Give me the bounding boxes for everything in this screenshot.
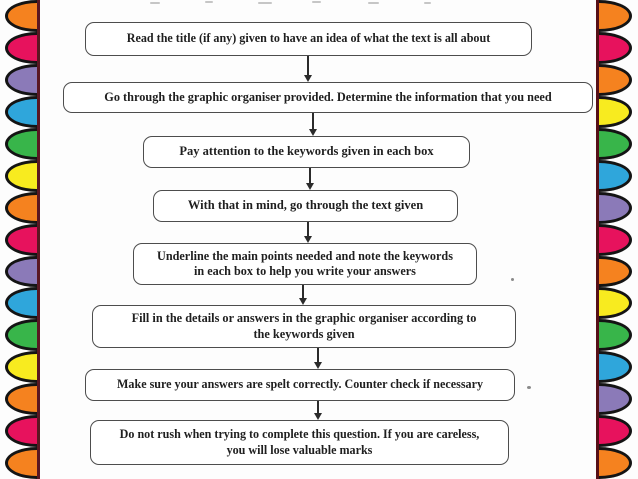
purple-scallop	[599, 383, 632, 416]
green-scallop	[599, 319, 632, 352]
flow-step-6: Fill in the details or answers in the gr…	[92, 305, 516, 348]
flow-step-3: Pay attention to the keywords given in e…	[143, 136, 470, 168]
scan-artifact	[527, 386, 531, 389]
arrow-shaft	[309, 168, 311, 183]
flow-arrow-4	[303, 222, 313, 243]
arrow-down-icon	[309, 129, 317, 136]
flow-arrow-1	[303, 56, 313, 82]
arrow-down-icon	[314, 413, 322, 420]
flow-arrow-3	[305, 168, 315, 190]
arrow-down-icon	[304, 75, 312, 82]
pink-scallop	[599, 31, 632, 64]
flow-step-8: Do not rush when trying to complete this…	[90, 420, 509, 465]
yellow-scallop	[5, 351, 37, 384]
scan-artifact	[368, 2, 379, 4]
flow-arrow-2	[308, 113, 318, 136]
yellow-scallop	[5, 159, 37, 192]
right-scallop-border	[599, 0, 632, 479]
orange-scallop	[599, 447, 632, 479]
flow-step-5: Underline the main points needed and not…	[133, 243, 477, 285]
pink-scallop	[5, 31, 37, 64]
scan-artifact	[511, 278, 514, 281]
orange-scallop	[5, 383, 37, 416]
arrow-shaft	[307, 222, 309, 236]
flow-arrow-6	[313, 348, 323, 369]
arrow-down-icon	[299, 298, 307, 305]
green-scallop	[5, 319, 37, 352]
scan-artifact	[424, 2, 431, 4]
flow-step-2-label: Go through the graphic organiser provide…	[104, 89, 552, 104]
arrow-shaft	[317, 348, 319, 362]
arrow-down-icon	[306, 183, 314, 190]
green-scallop	[5, 127, 37, 160]
arrow-shaft	[317, 401, 319, 413]
purple-scallop	[5, 255, 37, 288]
pink-scallop	[599, 415, 632, 448]
arrow-shaft	[307, 56, 309, 75]
left-border-rail	[37, 0, 40, 479]
orange-scallop	[599, 255, 632, 288]
yellow-scallop	[599, 287, 632, 320]
arrow-down-icon	[314, 362, 322, 369]
orange-scallop	[599, 63, 632, 96]
orange-scallop	[5, 447, 37, 479]
purple-scallop	[599, 191, 632, 224]
flow-step-7-label: Make sure your answers are spelt correct…	[117, 377, 483, 392]
flow-step-7: Make sure your answers are spelt correct…	[85, 369, 515, 401]
pink-scallop	[599, 223, 632, 256]
scan-artifact	[150, 2, 160, 4]
flow-step-2: Go through the graphic organiser provide…	[63, 82, 593, 113]
flow-step-5-label: Underline the main points needed and not…	[157, 248, 453, 278]
flow-step-8-label: Do not rush when trying to complete this…	[119, 427, 480, 457]
flow-step-4-label: With that in mind, go through the text g…	[187, 198, 424, 213]
orange-scallop	[5, 191, 37, 224]
pink-scallop	[5, 415, 37, 448]
green-scallop	[599, 127, 632, 160]
blue-scallop	[599, 159, 632, 192]
flow-step-1-label: Read the title (if any) given to have an…	[126, 31, 491, 46]
scan-artifact	[205, 1, 213, 3]
blue-scallop	[5, 95, 37, 128]
scan-artifact	[258, 2, 272, 4]
orange-scallop	[599, 0, 632, 32]
pink-scallop	[5, 223, 37, 256]
arrow-shaft	[302, 285, 304, 298]
flow-step-4: With that in mind, go through the text g…	[153, 190, 458, 222]
arrow-down-icon	[304, 236, 312, 243]
orange-scallop	[5, 0, 37, 32]
blue-scallop	[599, 351, 632, 384]
yellow-scallop	[599, 95, 632, 128]
flow-step-3-label: Pay attention to the keywords given in e…	[179, 144, 434, 159]
purple-scallop	[5, 63, 37, 96]
blue-scallop	[5, 287, 37, 320]
flow-arrow-5	[298, 285, 308, 305]
arrow-shaft	[312, 113, 314, 129]
flow-step-6-label: Fill in the details or answers in the gr…	[131, 311, 477, 341]
flow-step-1: Read the title (if any) given to have an…	[85, 22, 532, 56]
right-border-rail	[596, 0, 599, 479]
left-scallop-border	[5, 0, 37, 479]
scan-artifact	[312, 1, 321, 3]
flow-arrow-7	[313, 401, 323, 420]
